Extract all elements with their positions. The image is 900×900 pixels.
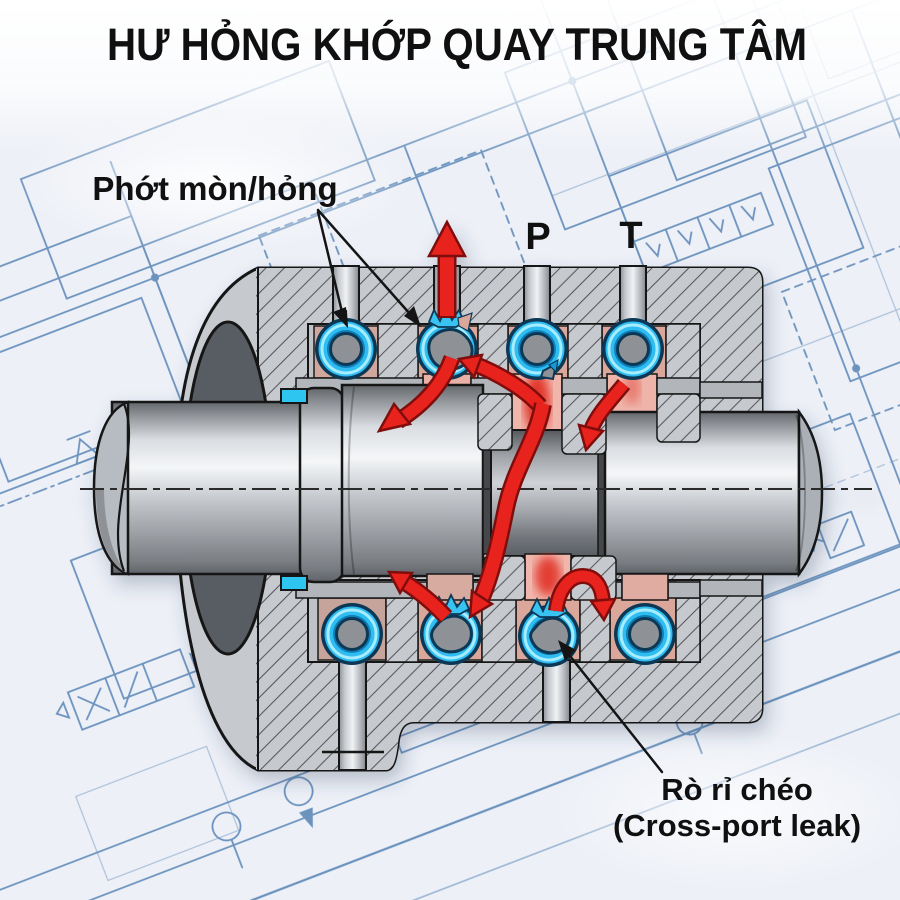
shaft-assembly [80, 383, 872, 584]
leak-arrows [376, 219, 631, 623]
leak-arrow-p-down-cross [468, 402, 552, 620]
shaft-flange-ring [298, 386, 346, 584]
wear-strip-bottom [280, 575, 308, 591]
bottom-seal-4-intact [612, 601, 678, 667]
label-halo [10, 110, 420, 254]
bottom-seal-1-intact [319, 601, 385, 667]
leak-arrow-seal2-to-shaft [376, 354, 461, 433]
seal-worn-label: Phớt mòn/hỏng [92, 170, 337, 207]
label-halo-bottom [542, 730, 900, 894]
leak-arrow-up-out [426, 219, 468, 318]
top-seal-1-intact [313, 316, 379, 382]
drain-tube-right [542, 659, 571, 723]
top-seal-3-nicked [504, 316, 570, 382]
page-title: HƯ HỎNG KHỚP QUAY TRUNG TÂM [107, 19, 807, 70]
shaft-right-end [797, 408, 824, 578]
cross-port-leak-label-en: (Cross-port leak) [613, 808, 861, 843]
top-seal-4-intact [600, 316, 666, 382]
cross-port-leak-label-vi: Rò rỉ chéo [661, 772, 813, 807]
port-tube-t [619, 265, 647, 329]
leak-arrow-t-down [577, 378, 631, 453]
leak-arrow-p-to-seal2 [456, 353, 547, 412]
drain-tube-left [338, 659, 367, 771]
callout-leaders [316, 208, 664, 774]
leak-arrow-seal6-to-shaft [386, 570, 453, 623]
shaft-right-section [603, 410, 801, 576]
wear-strip-top [280, 388, 308, 404]
port-p-label: P [525, 216, 550, 258]
port-t-label: T [619, 215, 642, 257]
port-tube-p [523, 265, 551, 329]
leak-arrow-seal7-cross [548, 568, 618, 623]
rotary-joint-assembly [80, 219, 872, 772]
